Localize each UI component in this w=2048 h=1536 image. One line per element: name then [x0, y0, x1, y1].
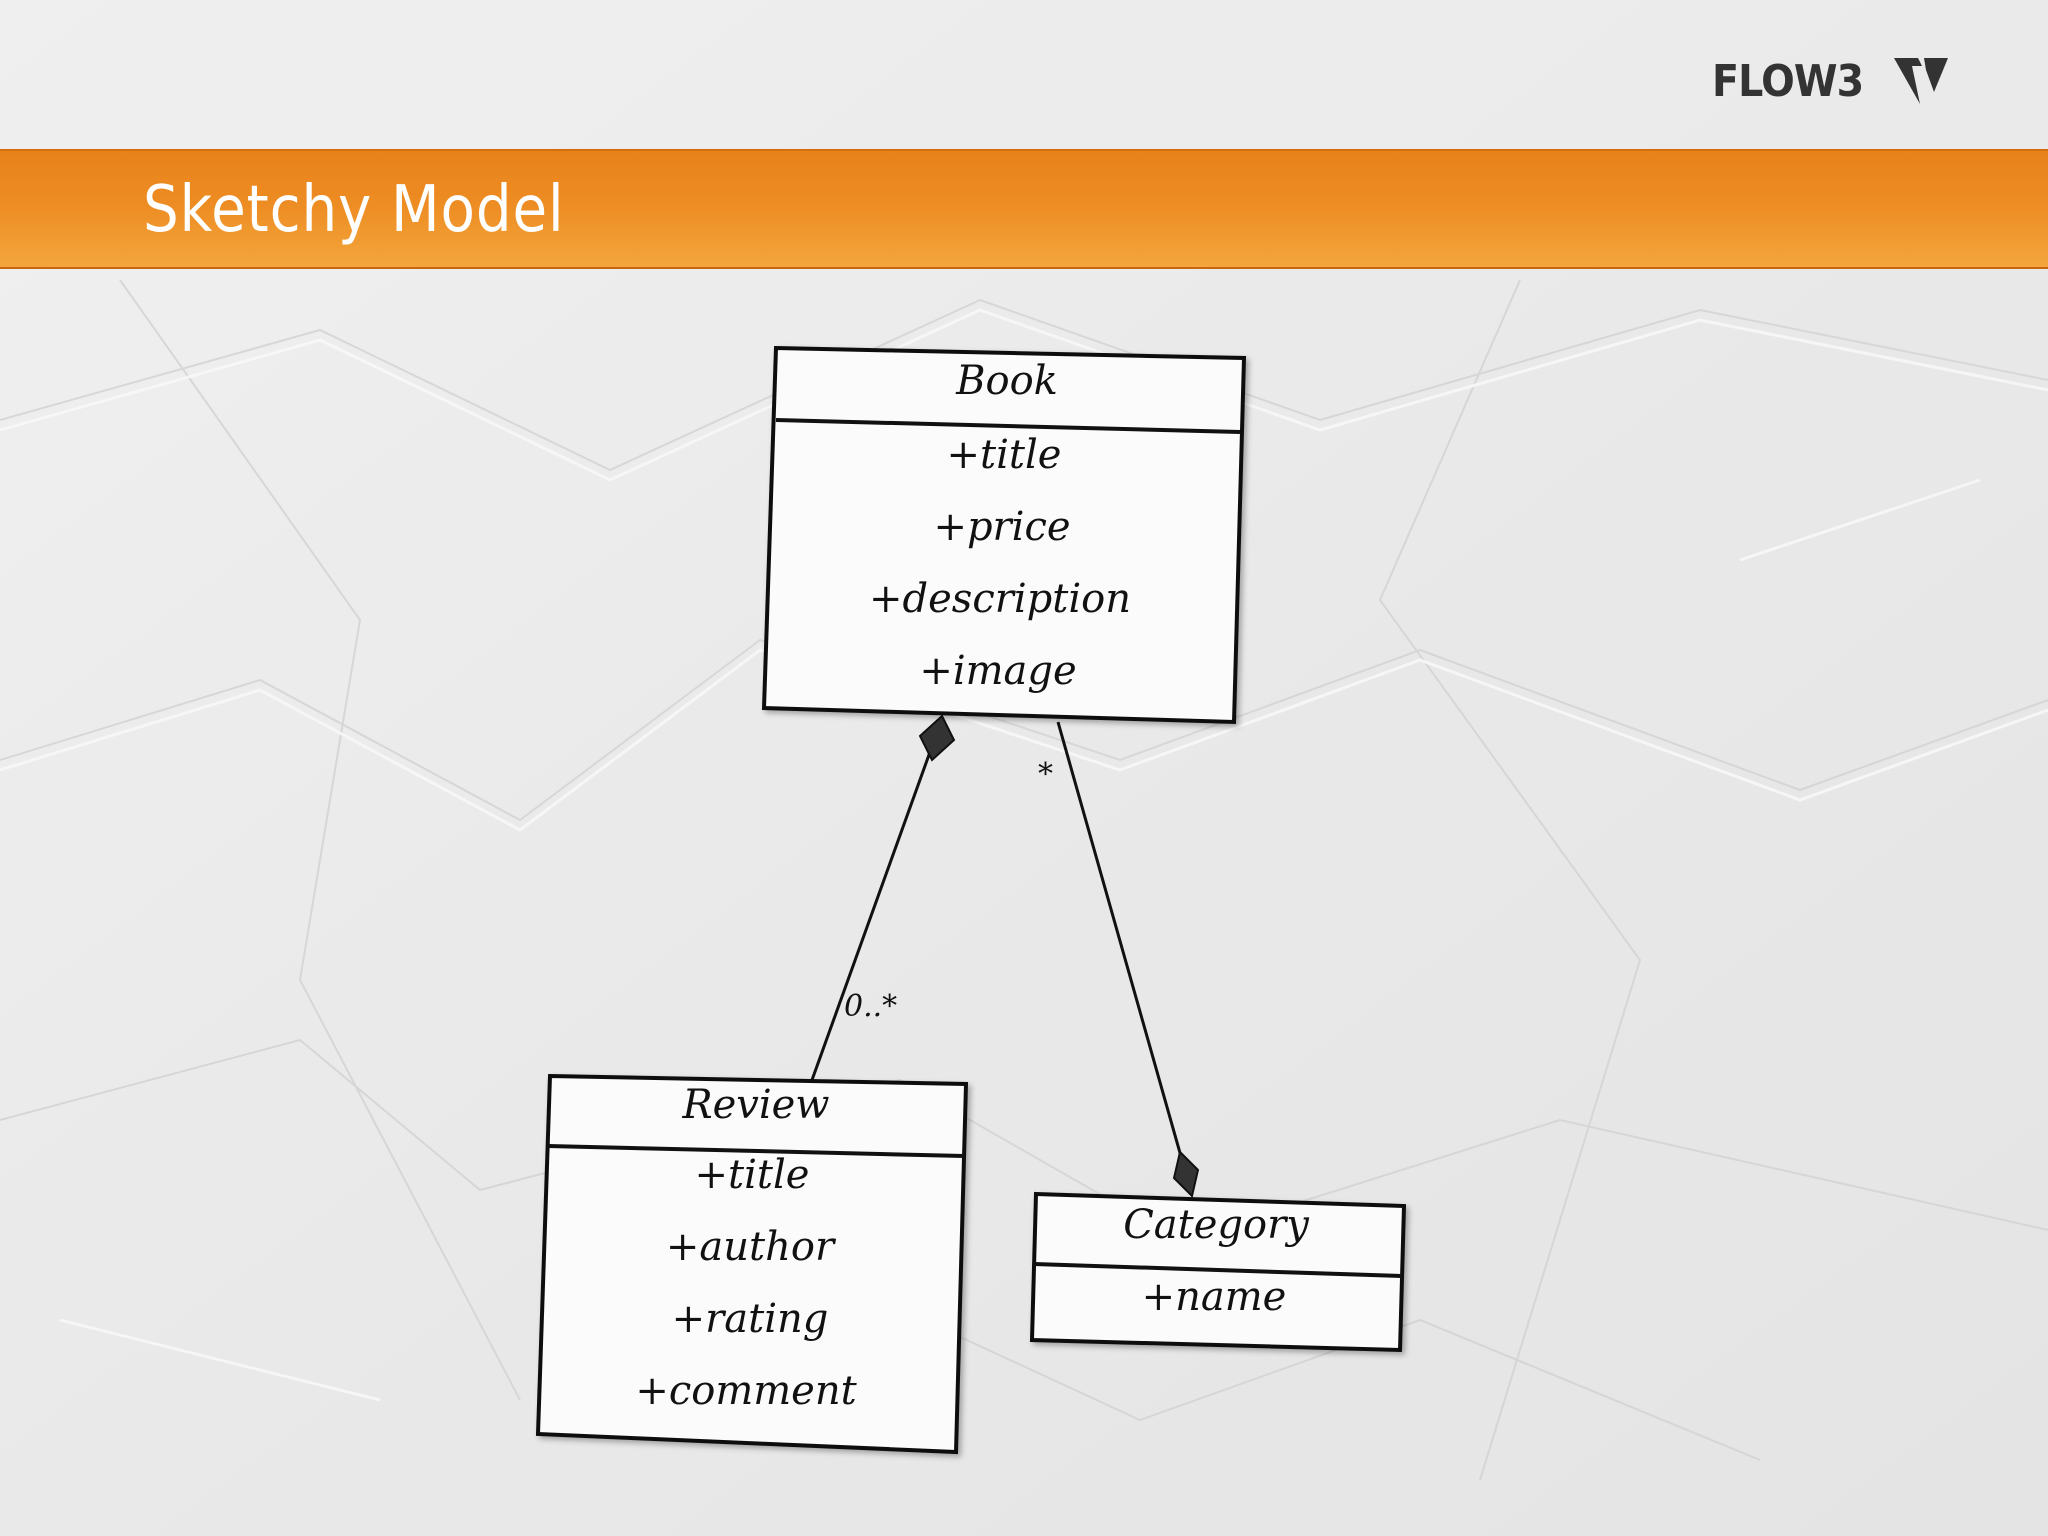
- class-name-review: Review: [681, 1082, 829, 1128]
- class-book: Book +title +price +description +image: [761, 345, 1247, 725]
- review-attr-comment: +comment: [635, 1368, 857, 1414]
- association-book-category: [1056, 721, 1184, 1161]
- multiplicity-category: *: [1038, 757, 1053, 792]
- logo-text: FLOW3: [1712, 55, 1864, 107]
- review-attr-author: +author: [666, 1224, 837, 1270]
- composition-diamond-review: [918, 714, 956, 762]
- review-attr-rating: +rating: [672, 1296, 829, 1342]
- composition-diamond-category: [1172, 1150, 1200, 1198]
- book-attr-image: +image: [919, 648, 1076, 694]
- class-name-book: Book: [955, 358, 1058, 404]
- slide-title: Sketchy Model: [143, 173, 565, 247]
- flow3-logo: FLOW3: [1712, 46, 1950, 116]
- review-attr-title: +title: [695, 1152, 810, 1198]
- title-bar: Sketchy Model: [0, 149, 2048, 269]
- book-attr-title: +title: [947, 432, 1062, 478]
- category-attr-name: +name: [1142, 1274, 1287, 1320]
- class-name-category: Category: [1123, 1202, 1310, 1248]
- book-attr-description: +description: [869, 576, 1131, 622]
- multiplicity-review: 0..*: [844, 989, 897, 1024]
- association-book-review: [810, 751, 932, 1081]
- typo3-logo-icon: [1894, 58, 1949, 104]
- class-review: Review +title +author +rating +comment: [535, 1073, 969, 1455]
- book-attr-price: +price: [933, 504, 1070, 550]
- class-category: Category +name: [1029, 1191, 1407, 1353]
